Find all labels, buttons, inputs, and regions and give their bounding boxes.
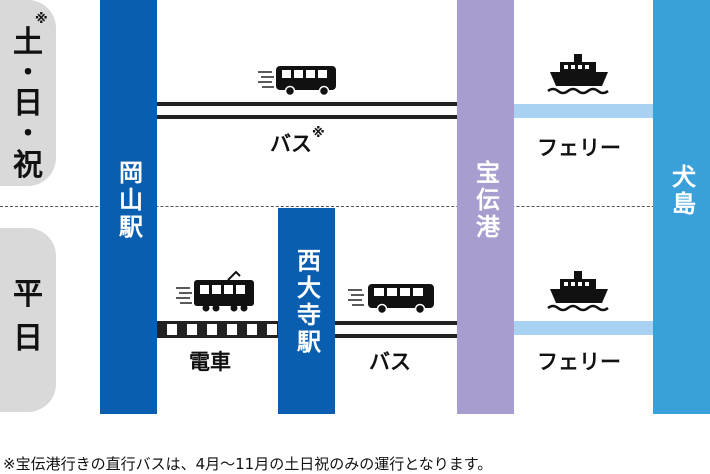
weekday-bus-line-top (335, 321, 457, 325)
weekend-bus-caption: バス※ (270, 126, 325, 158)
weekday-label: 平 日 (0, 228, 56, 412)
weekend-note-mark: ※ (35, 12, 48, 27)
ferry-icon (547, 54, 609, 95)
weekday-bus-line-bottom (335, 334, 457, 338)
station-inujima-label: 犬島 (667, 164, 696, 218)
weekday-char-2: 日 (13, 321, 43, 356)
bus-icon-weekday (348, 284, 434, 315)
weekday-ferry-label: フェリー (537, 350, 621, 374)
station-hoden-label: 宝伝港 (471, 160, 500, 241)
train-icon (176, 270, 254, 312)
bus-icon (258, 66, 336, 97)
weekday-rail-line (157, 321, 278, 338)
weekend-holiday-label: 土 ・ 日 ・ 祝 ※ (0, 0, 56, 186)
footnote: ※宝伝港行きの直行バスは、4月〜11月の土日祝のみの運行となります。 (3, 455, 493, 473)
station-okayama: 岡山駅 (100, 0, 157, 414)
weekend-char-2: 日 (13, 86, 43, 122)
weekday-bus-label: バス (369, 350, 411, 374)
weekday-train-label: 電車 (189, 350, 231, 374)
weekend-dot-2: ・ (14, 119, 41, 150)
weekend-bus-label: バス (270, 132, 312, 156)
station-hoden-port: 宝伝港 (457, 0, 514, 414)
station-inujima: 犬島 (653, 0, 710, 414)
weekday-ferry-line (514, 321, 653, 335)
ferry-icon-weekday (547, 271, 609, 312)
weekend-char-1: 土 (13, 25, 43, 60)
station-saidaiji: 西大寺駅 (278, 208, 335, 414)
weekend-bus-note-mark: ※ (312, 126, 325, 141)
weekend-bus-line-bottom (157, 115, 457, 119)
row-divider (0, 206, 710, 207)
weekend-ferry-line (514, 104, 653, 118)
weekend-dot-1: ・ (14, 58, 41, 88)
station-saidaiji-label: 西大寺駅 (292, 248, 321, 356)
weekend-char-3: 祝 (13, 147, 43, 183)
weekend-ferry-label: フェリー (537, 136, 621, 160)
weekend-bus-line-top (157, 102, 457, 106)
station-okayama-label: 岡山駅 (114, 160, 143, 241)
weekday-char-1: 平 (13, 277, 43, 312)
